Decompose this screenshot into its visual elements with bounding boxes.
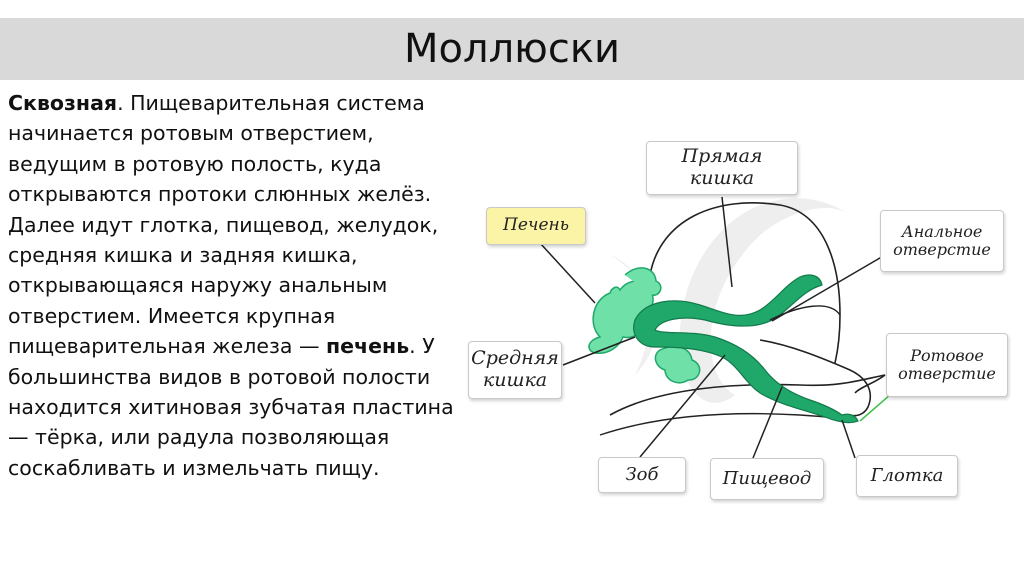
- leader-pharynx: [841, 419, 856, 459]
- leader-crop: [639, 354, 726, 458]
- label-esophagus: Пищевод: [710, 458, 824, 500]
- leader-mouth: [859, 394, 891, 422]
- body-bottom: [599, 412, 859, 436]
- text-part-1: . Пищеварительная система начинается рот…: [8, 91, 439, 359]
- leader-anus: [771, 254, 886, 322]
- digestive-system-diagram: Прямая кишка Печень Анальное отверстие С…: [460, 125, 1020, 565]
- foot-outline: [609, 374, 886, 416]
- label-rectum: Прямая кишка: [646, 141, 798, 195]
- shell-outline: [649, 202, 841, 364]
- leader-midgut: [562, 336, 636, 366]
- slide-title: Моллюски: [404, 26, 620, 72]
- watermark-swirl: [679, 198, 850, 403]
- head-outline: [759, 339, 872, 417]
- label-pharynx: Глотка: [856, 455, 958, 497]
- term-bold: Сквозная: [8, 91, 118, 115]
- leader-liver: [539, 242, 596, 304]
- leader-esophagus: [752, 386, 783, 459]
- title-bar: Моллюски: [0, 18, 1024, 80]
- label-mouth: Ротовое отверстие: [886, 333, 1008, 397]
- mollusc-drawing: [539, 196, 891, 459]
- liver-bold: печень: [325, 334, 410, 359]
- label-anus: Анальное отверстие: [880, 210, 1004, 272]
- midgut-lower-lobe: [654, 345, 701, 384]
- leader-rectum: [721, 196, 733, 288]
- text-part-2: . У большинства видов в ротовой полости …: [8, 334, 454, 480]
- label-crop: Зоб: [598, 457, 686, 493]
- mantle-line: [769, 305, 841, 321]
- label-midgut: Средняя кишка: [468, 341, 562, 399]
- gut-loop: [633, 274, 859, 424]
- label-liver: Печень: [486, 207, 586, 245]
- description-paragraph: Сквозная. Пищеварительная система начина…: [8, 88, 463, 483]
- liver-upper: [624, 267, 662, 296]
